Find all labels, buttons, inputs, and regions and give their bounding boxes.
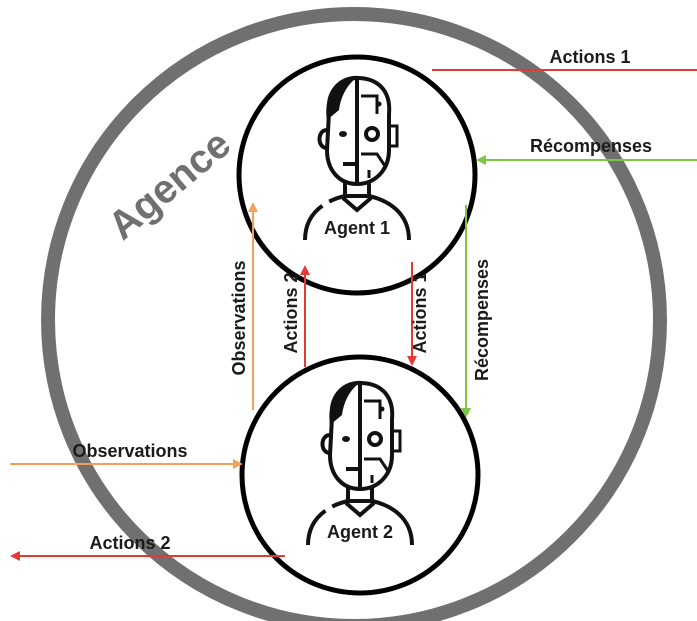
agent-2: Agent 2 — [239, 354, 481, 596]
actions-1-internal-label: Actions 1 — [410, 272, 430, 353]
actions-2-external-label: Actions 2 — [89, 533, 170, 553]
agent-1-label: Agent 1 — [324, 218, 390, 238]
agent-2-label: Agent 2 — [327, 522, 393, 542]
actions-2-internal-label: Actions 2 — [281, 272, 301, 353]
observations-internal-label: Observations — [229, 260, 249, 375]
agency-label: Agence — [100, 122, 239, 249]
actions-1-external-label: Actions 1 — [549, 47, 630, 67]
agent-1: Agent 1 — [236, 54, 478, 296]
rewards-external-label: Récompenses — [530, 136, 652, 156]
rewards-internal-label: Récompenses — [472, 259, 492, 381]
agency-ring — [41, 7, 667, 621]
observations-external-label: Observations — [72, 441, 187, 461]
